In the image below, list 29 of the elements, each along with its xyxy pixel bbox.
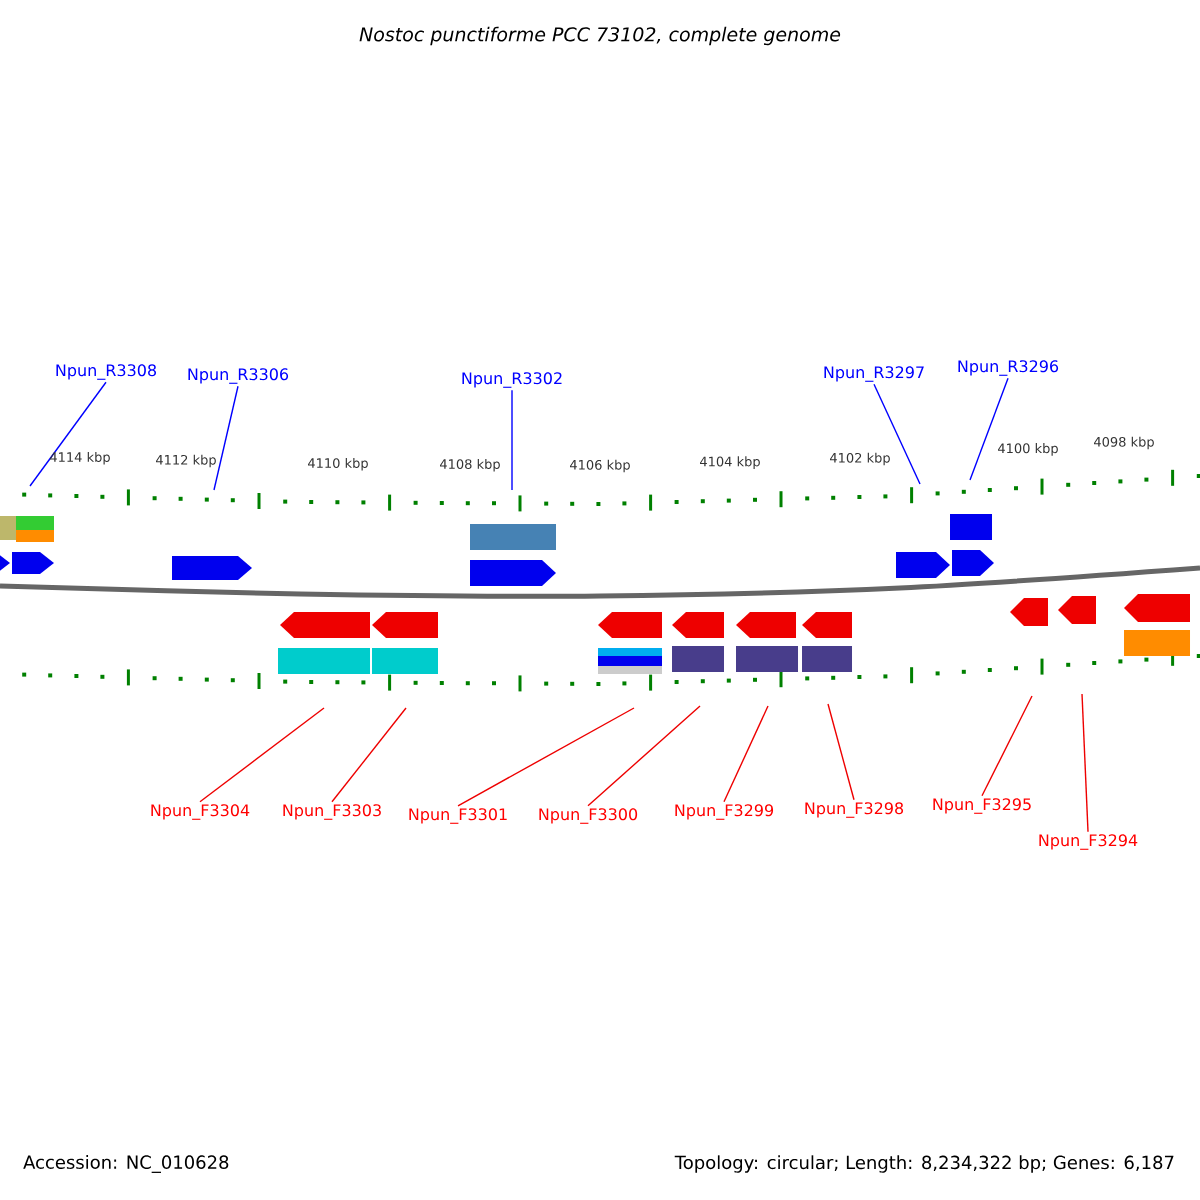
gene-name: Npun_F3294 — [1039, 834, 1138, 850]
leader-line — [723, 705, 769, 803]
gene-name: Npun_R3308 — [56, 364, 157, 380]
gene-name: Npun_F3301 — [409, 808, 507, 824]
gene-name: Npun_R3296 — [958, 360, 1059, 376]
accession-text: Accession: NC_010628 — [23, 1155, 229, 1173]
gene-name: Npun_F3304 — [151, 804, 250, 820]
title: Nostoc punctiforme PCC 73102, complete genome — [359, 26, 841, 46]
leader-line — [587, 705, 701, 807]
leader-line — [969, 377, 1009, 481]
gene-name: Npun_F3295 — [933, 798, 1031, 814]
leader-line — [29, 381, 107, 487]
leader-line — [873, 383, 921, 485]
gene-name: Npun_F3300 — [539, 808, 638, 824]
leader-line — [199, 707, 325, 803]
gene-name: Npun_R3306 — [188, 368, 289, 384]
leader-line — [213, 385, 239, 491]
leader-line — [1081, 693, 1089, 833]
genome-info-text: Topology: circular; Length: 8,234,322 bp; Genes: 6,187 — [674, 1155, 1174, 1173]
leader-line — [511, 389, 513, 491]
gene-name: Npun_R3297 — [824, 366, 924, 382]
leader-line — [457, 707, 635, 807]
gene-name: Npun_F3298 — [805, 802, 904, 818]
leader-line — [981, 695, 1033, 797]
gene-name: Npun_R3302 — [462, 372, 562, 388]
leader-line — [827, 703, 855, 801]
gene-name: Npun_F3303 — [283, 804, 381, 820]
gene-name: Npun_F3299 — [675, 804, 774, 820]
leader-line — [331, 707, 407, 803]
